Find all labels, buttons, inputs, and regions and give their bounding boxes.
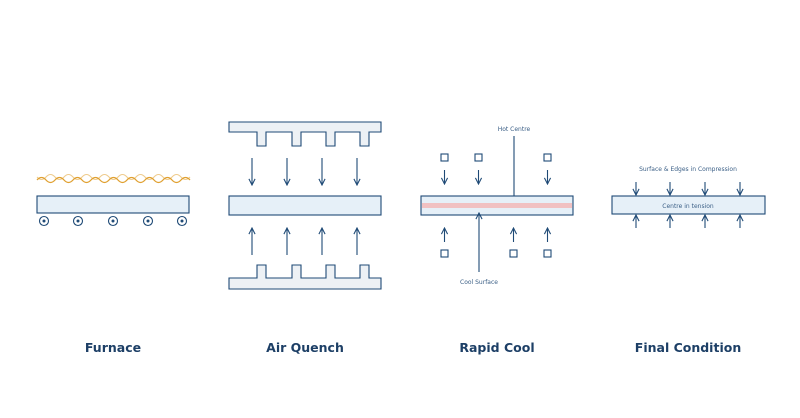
lower-nozzle-manifold bbox=[228, 264, 382, 290]
final-condition-stage: Surface & Edges in Compression Centre in… bbox=[611, 166, 766, 355]
upper-nozzle-manifold bbox=[228, 121, 382, 147]
glass-plate bbox=[611, 195, 766, 215]
hot-core-band bbox=[422, 203, 572, 208]
cool-surface-label: Cool Surface bbox=[460, 279, 498, 286]
centre-tension-label: Centre in tension bbox=[662, 203, 714, 210]
glass-plate bbox=[228, 195, 382, 216]
upper-nozzles bbox=[440, 153, 552, 184]
compression-arrows-top bbox=[636, 182, 740, 195]
compression-arrows-bottom bbox=[636, 215, 740, 228]
roller-icon bbox=[142, 215, 154, 227]
surface-compression-label: Surface & Edges in Compression bbox=[639, 166, 737, 173]
roller-icons bbox=[38, 215, 188, 227]
furnace-stage: Furnace bbox=[36, 174, 191, 355]
roller-icon bbox=[107, 215, 119, 227]
hot-centre-label: Hot Centre bbox=[498, 126, 531, 133]
stage-label-final-condition: Final Condition bbox=[635, 340, 741, 355]
downward-air-arrows bbox=[252, 158, 357, 185]
upward-air-arrows bbox=[252, 228, 357, 255]
lower-nozzles bbox=[440, 228, 552, 258]
glass-plate bbox=[36, 195, 190, 214]
rapid-cool-stage: Hot Centre Cool Surface Rapid Cool bbox=[420, 126, 574, 355]
roller-icon bbox=[176, 215, 188, 227]
stage-label-furnace: Furnace bbox=[85, 340, 141, 355]
roller-icon bbox=[72, 215, 84, 227]
stage-label-air-quench: Air Quench bbox=[266, 340, 344, 355]
stage-label-rapid-cool: Rapid Cool bbox=[459, 340, 534, 355]
heat-wave bbox=[36, 176, 191, 184]
air-quench-stage: Air Quench bbox=[228, 121, 382, 355]
roller-icon bbox=[38, 215, 50, 227]
